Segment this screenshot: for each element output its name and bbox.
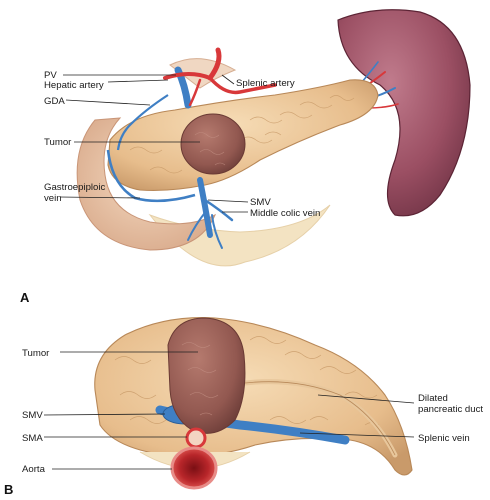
label-gastroepiploic-2: vein [44, 193, 62, 204]
sma-b [185, 427, 207, 449]
tumor-b-texture [181, 342, 219, 416]
label-tumor-b: Tumor [22, 348, 50, 359]
smv-a [187, 177, 234, 249]
label-splenic-vein: Splenic vein [418, 433, 470, 444]
aorta-b [170, 446, 218, 490]
label-sma-b: SMA [22, 433, 43, 444]
panel-a-leaders [59, 74, 249, 213]
panel-a-labels: PV Hepatic artery GDA Splenic artery Tum… [44, 70, 320, 219]
label-splenic-artery: Splenic artery [236, 78, 295, 89]
label-dilated-1: Dilated [418, 393, 448, 404]
panel-b-leaders [43, 351, 415, 470]
label-tumor-a: Tumor [44, 137, 72, 148]
portal-vein [174, 66, 192, 109]
label-smv-a: SMV [250, 197, 271, 208]
panel-b-labels: Tumor Dilated pancreatic duct SMV SMA Sp… [22, 348, 483, 475]
tumor-a [180, 113, 246, 175]
pancreas-b [94, 317, 413, 476]
pancreas-b-texture [114, 336, 380, 426]
tumor-b [167, 317, 246, 434]
tumor-a-texture [194, 132, 226, 166]
pancreas-a-texture [129, 95, 355, 174]
spleen [337, 9, 471, 217]
panel-a-letter: A [20, 290, 30, 305]
panel-b-letter: B [4, 482, 13, 497]
arteries-a [163, 47, 277, 107]
label-aorta: Aorta [22, 464, 46, 475]
label-pv: PV [44, 70, 57, 81]
panel-a-drawing [76, 9, 471, 267]
panel-b-drawing [94, 317, 413, 490]
label-gastroepiploic-1: Gastroepiploic [44, 182, 106, 193]
label-hepatic-artery: Hepatic artery [44, 80, 104, 91]
label-gda: GDA [44, 96, 65, 107]
label-middle-colic-vein: Middle colic vein [250, 208, 320, 219]
label-smv-b: SMV [22, 410, 43, 421]
label-dilated-2: pancreatic duct [418, 404, 483, 415]
